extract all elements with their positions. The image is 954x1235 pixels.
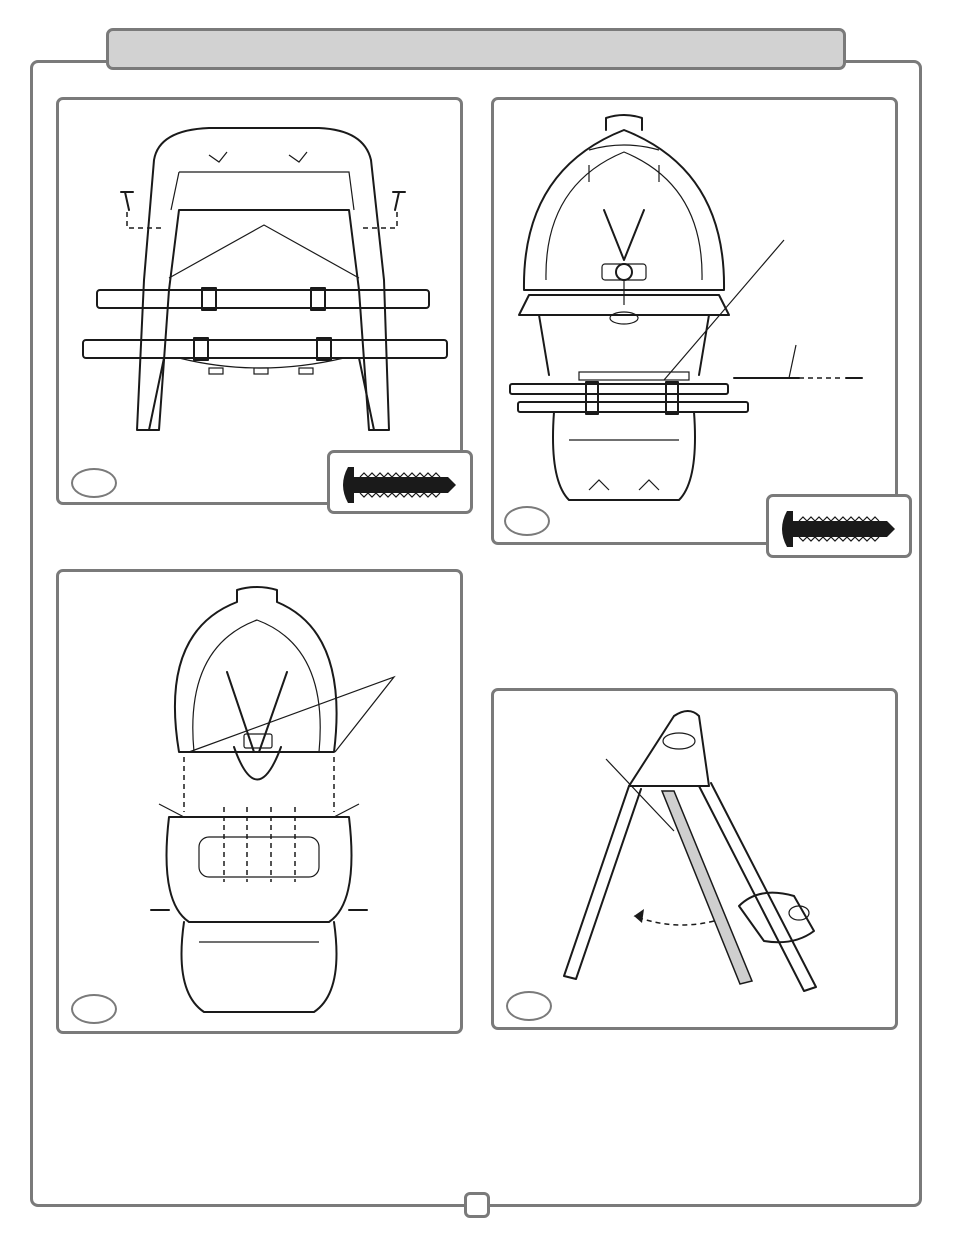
step-number-badge: [504, 506, 550, 536]
step-panel-2: [491, 97, 898, 545]
frame-legs-illustration: [494, 691, 901, 1033]
header-bar: [106, 28, 846, 70]
screw-icon: [769, 497, 915, 561]
step-number-badge: [71, 468, 117, 498]
seat-pad-illustration: [59, 572, 466, 1037]
step-number-badge: [506, 991, 552, 1021]
screw-icon: [330, 453, 476, 517]
page-number-tab: [464, 1192, 490, 1218]
step-panel-3: [56, 569, 463, 1034]
dashed-arrow-icon: [634, 916, 714, 925]
screw-callout-box: [766, 494, 912, 558]
screw-callout-box: [327, 450, 473, 514]
step-panel-1: [56, 97, 463, 505]
seat-frame-illustration: [59, 100, 466, 508]
step-panel-4: [491, 688, 898, 1030]
seat-harness-illustration: [494, 100, 901, 548]
step-number-badge: [71, 994, 117, 1024]
